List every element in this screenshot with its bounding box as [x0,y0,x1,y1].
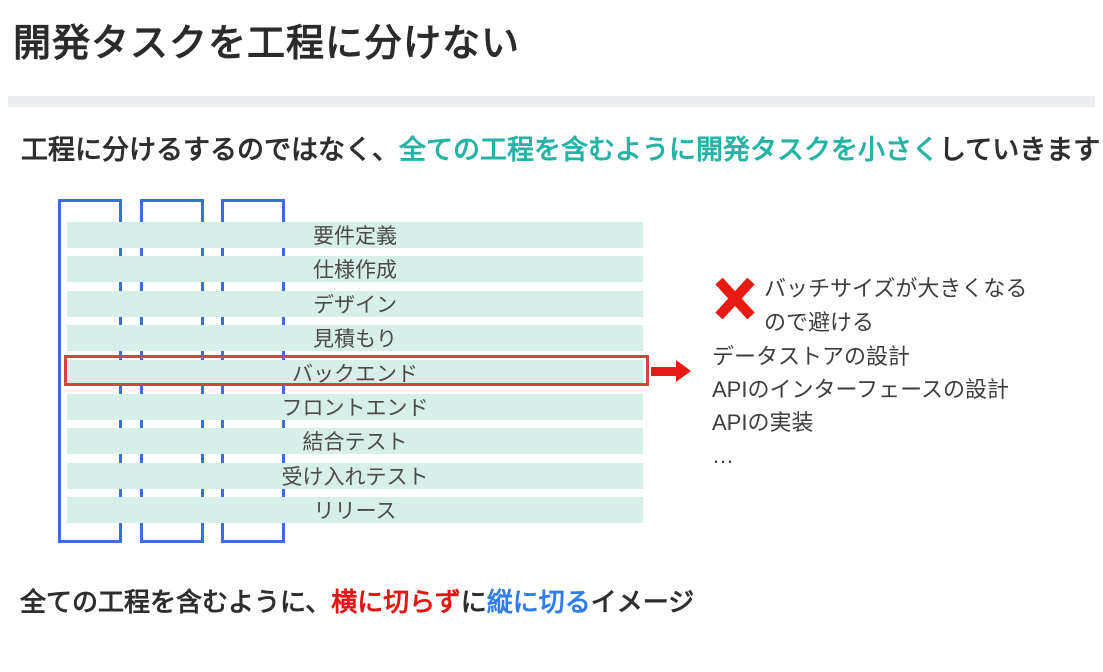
process-bar: 要件定義 [67,222,643,248]
arrow-shaft [651,367,676,376]
process-bar: 結合テスト [67,428,643,454]
process-bar-label: 要件定義 [313,225,397,248]
process-bar: フロントエンド [67,394,643,420]
subtitle: 工程に分けるするのではなく、全ての工程を含むように開発タスクを小さくしていきます [21,128,1100,167]
process-bar-label: デザイン [313,294,397,317]
footer-tail: イメージ [590,587,695,617]
task-detail-item: APIのインターフェースの設計 [712,377,1010,402]
process-bar-label: 結合テスト [302,431,408,454]
process-bar-label: 仕様作成 [313,259,397,282]
footer-part1: 全ての工程を含むように、 [20,587,332,617]
avoid-note: バッチサイズが大きくなる ので避ける [764,272,1027,340]
task-detail-item: データストアの設計 [712,344,911,369]
process-bar: 受け入れテスト [67,463,643,489]
footer-text: 全ての工程を含むように、横に切らずに縦に切るイメージ [20,582,694,619]
task-detail-list: データストアの設計 APIのインターフェースの設計 APIの実装 … [712,340,1009,472]
process-bar: バックエンド [67,360,643,386]
subtitle-highlight: 全ての工程を含むように開発タスクを小さく [399,135,939,165]
page-title: 開発タスクを工程に分けない [13,23,521,65]
footer-mid: に [460,587,487,617]
task-detail-item: APIの実装 [712,410,814,435]
arrow-head [676,360,691,382]
process-bar: 仕様作成 [67,256,643,282]
process-bar-label: 見積もり [313,328,397,351]
process-bar-label: 受け入れテスト [281,466,429,489]
title-divider-bar [8,96,1095,107]
subtitle-part1: 工程に分けるするのではなく、 [21,135,399,165]
process-bar-label: フロントエンド [281,397,429,420]
x-icon [715,277,755,320]
footer-blue-part: 縦に切る [486,587,591,617]
highlight-box [64,355,649,386]
process-bar-label: リリース [313,500,397,523]
avoid-note-line1: バッチサイズが大きくなる [764,276,1028,301]
right-arrow-icon [651,360,691,382]
process-bar: リリース [67,497,643,523]
process-bar: 見積もり [67,325,643,351]
process-bar-label: バックエンド [292,363,418,386]
avoid-note-line2: ので避ける [764,310,875,335]
process-bar: デザイン [67,291,643,317]
subtitle-part2: していきます [939,135,1101,165]
task-detail-item: … [712,443,734,468]
footer-red-part: 横に切らず [331,587,461,617]
